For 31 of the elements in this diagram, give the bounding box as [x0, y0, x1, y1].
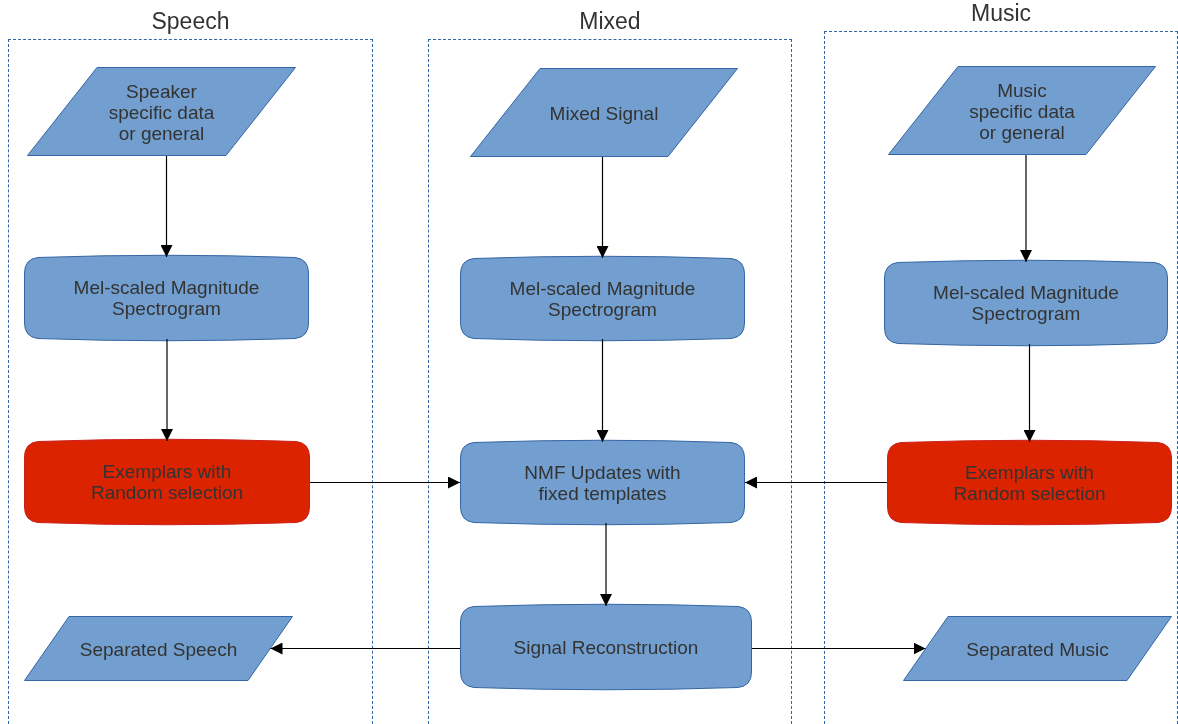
data-parallelogram — [888, 66, 1156, 155]
process-box — [460, 258, 745, 339]
process-box — [24, 257, 309, 339]
lane-title: Speech — [151, 8, 230, 34]
process-box — [460, 606, 752, 688]
node-label: Separated Speech — [78, 638, 239, 659]
arrow — [309, 476, 461, 489]
node-label: Exemplars with Random selection — [89, 461, 245, 503]
process-box — [884, 262, 1168, 344]
node-label: Mel-scaled Magnitude Spectrogram — [72, 277, 261, 319]
arrow — [751, 642, 927, 655]
data-parallelogram — [24, 616, 293, 681]
arrow — [269, 642, 461, 655]
lane-title: Music — [970, 0, 1032, 26]
process-box — [24, 441, 310, 523]
lane-title: Mixed — [579, 8, 641, 34]
node-label: Separated Music — [965, 638, 1110, 659]
arrow — [744, 476, 888, 489]
node-label: Speaker specific data or general — [107, 80, 216, 143]
node-label: Exemplars with Random selection — [952, 461, 1107, 504]
data-parallelogram — [470, 68, 738, 157]
node-label: NMF Updates with fixed templates — [523, 461, 682, 504]
node-label: Music specific data or general — [968, 79, 1076, 142]
data-parallelogram — [903, 616, 1172, 681]
node-label: Mixed Signal — [548, 102, 660, 123]
node-label: Mel-scaled Magnitude Spectrogram — [508, 277, 697, 320]
process-box — [887, 442, 1172, 523]
node-label: Signal Reconstruction — [512, 636, 700, 658]
node-label: Mel-scaled Magnitude Spectrogram — [932, 282, 1120, 324]
process-box — [460, 442, 745, 523]
data-parallelogram — [27, 67, 296, 156]
